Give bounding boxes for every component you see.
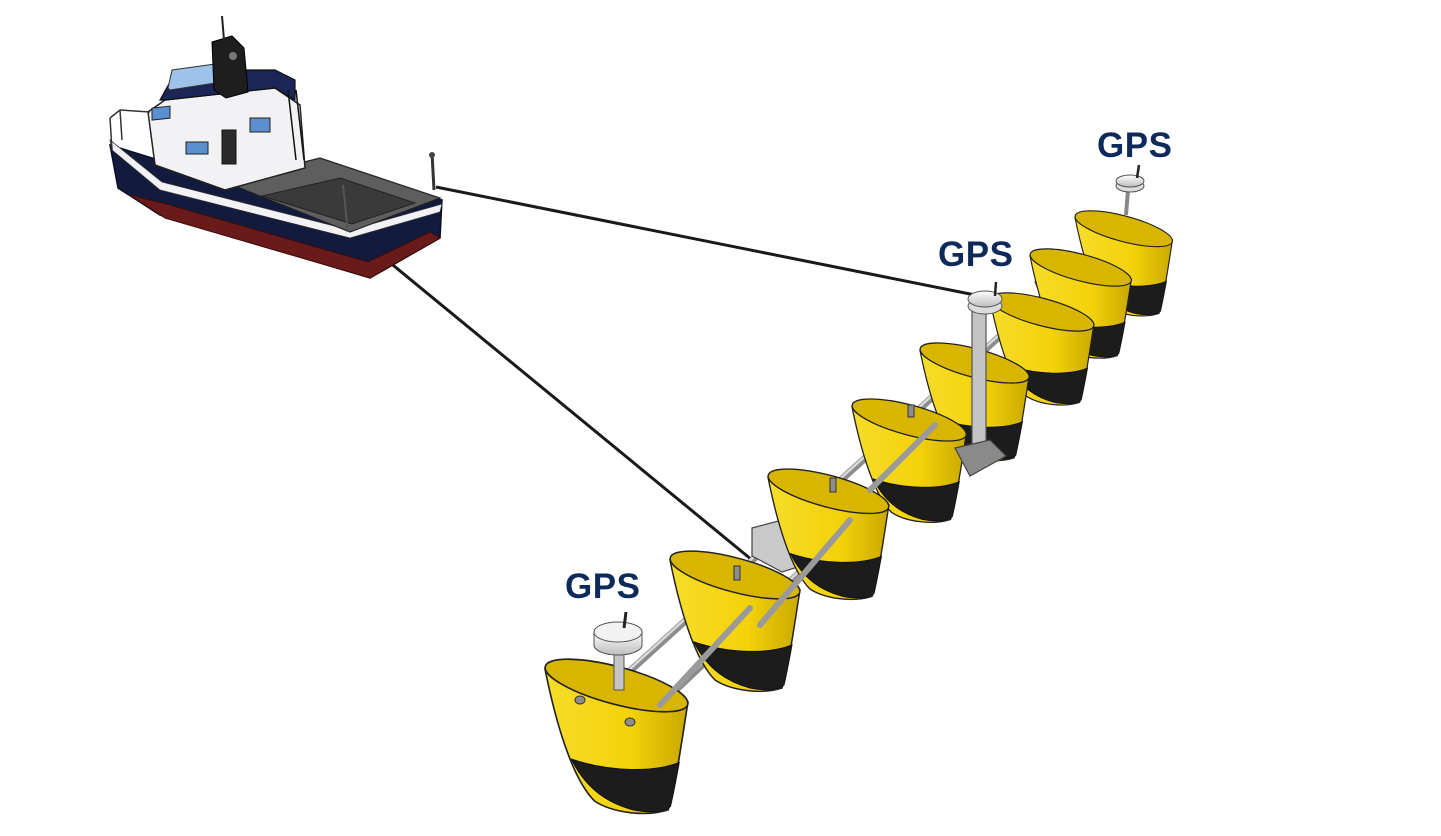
gps-unit-left	[593, 611, 643, 691]
float-fittings	[574, 404, 915, 727]
front-rods	[657, 422, 938, 708]
gps-label-top: GPS	[1097, 126, 1173, 165]
tow-rope-lower	[359, 236, 753, 562]
gps-label-middle: GPS	[938, 235, 1014, 274]
tow-rope-upper	[435, 185, 991, 300]
gps-unit-middle	[954, 281, 1007, 477]
gps-label-left: GPS	[565, 567, 641, 606]
tow-boat	[109, 15, 443, 279]
gps-unit-top	[1115, 164, 1145, 216]
